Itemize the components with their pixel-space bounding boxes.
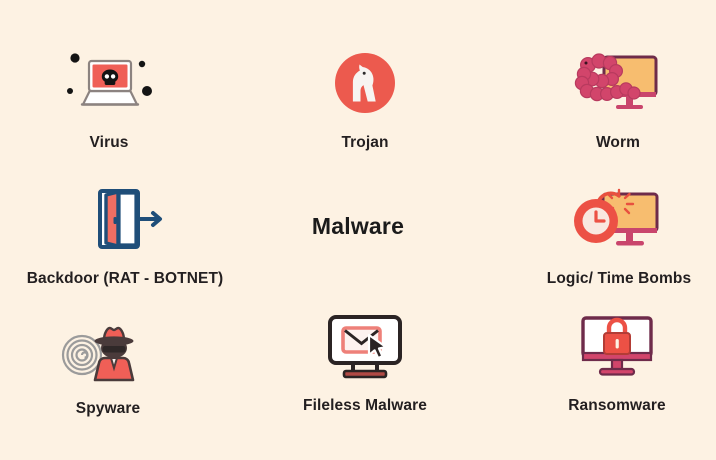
item-label-spyware: Spyware [75,400,141,417]
item-label-trojan: Trojan [341,134,389,151]
spy-fingerprint-icon [59,308,157,390]
item-backdoor: Backdoor (RAT - BOTNET) [27,178,223,288]
laptop-skull-icon [63,42,155,124]
item-label-virus: Virus [89,134,129,151]
item-trojan: Trojan [285,42,445,152]
monitor-padlock-icon [576,305,658,387]
worm-monitor-icon [570,42,666,124]
item-logic-time-bombs: Logic/ Time Bombs [533,178,705,288]
item-fileless-malware: Fileless Malware [285,305,445,415]
item-worm: Worm [538,42,698,152]
item-ransomware: Ransomware [537,305,697,415]
item-label-worm: Worm [595,134,641,151]
monitor-envelope-cursor-icon [322,305,408,387]
item-label-backdoor: Backdoor (RAT - BOTNET) [26,270,224,287]
item-label-logic-time-bombs: Logic/ Time Bombs [546,270,692,287]
time-bomb-monitor-icon [569,178,669,260]
item-spyware: Spyware [28,308,188,418]
trojan-horse-icon [334,42,396,124]
open-door-arrow-icon [82,178,168,260]
item-virus: Virus [29,42,189,152]
item-label-ransomware: Ransomware [568,397,666,414]
center-title-malware: Malware [311,213,405,239]
item-label-fileless-malware: Fileless Malware [303,397,427,414]
